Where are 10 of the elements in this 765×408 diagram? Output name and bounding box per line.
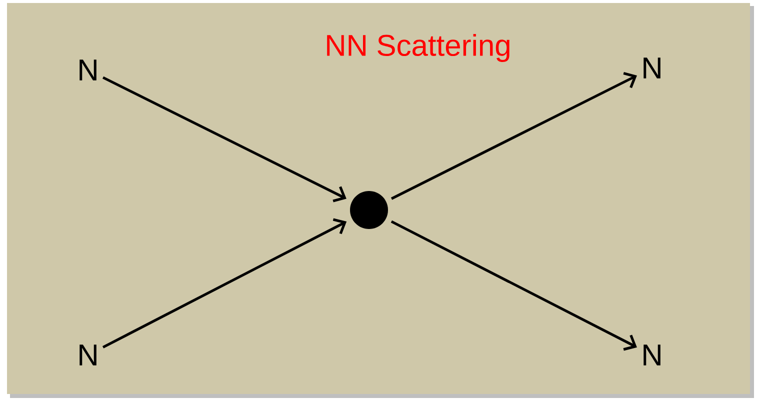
particle-label: N [644, 344, 660, 366]
particle-label: N [80, 60, 96, 80]
arrow [102, 76, 346, 202]
vertex-dot [350, 191, 388, 229]
particle-label: N [644, 58, 660, 78]
arrow [390, 220, 637, 351]
title: NN Scattering [327, 34, 510, 62]
particle-label: N [80, 344, 96, 366]
arrow [102, 218, 347, 348]
arrow [390, 72, 637, 200]
